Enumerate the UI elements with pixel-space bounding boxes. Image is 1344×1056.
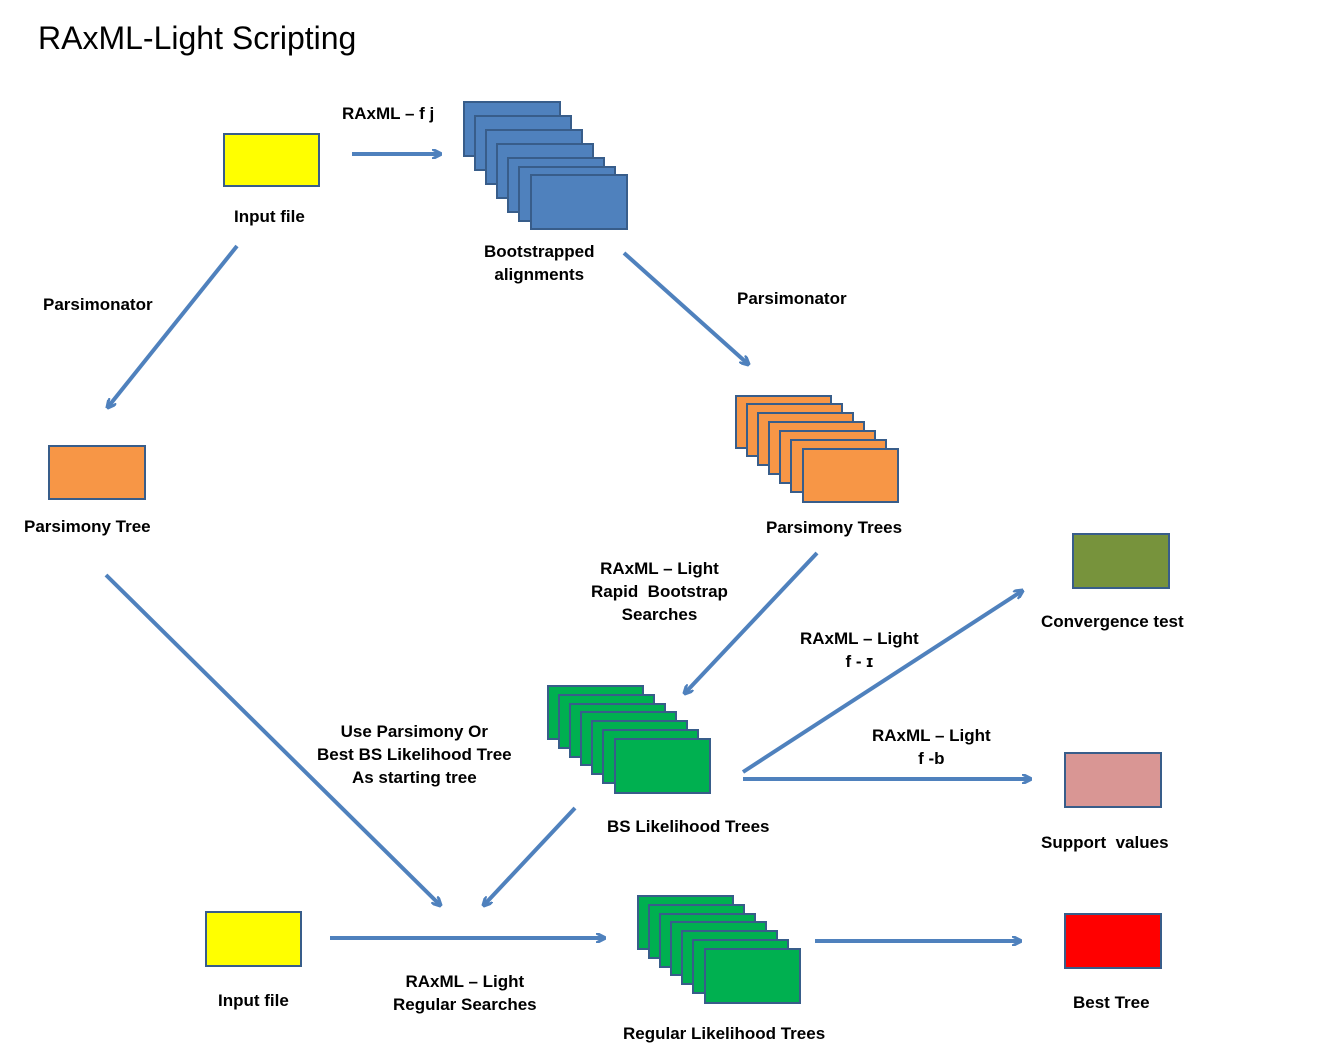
input-file-label-top: Input file bbox=[234, 207, 305, 226]
arrow-bs-likelihood-to-convergence bbox=[741, 591, 1022, 774]
bootstrapped-alignments-label: Bootstrapped alignments bbox=[484, 242, 595, 284]
support-values-label: Support values bbox=[1041, 833, 1169, 852]
arrow-input-to-parsimony-tree bbox=[108, 244, 239, 407]
edge-label-use-parsimony: Use Parsimony Or Best BS Likelihood Tree… bbox=[317, 722, 512, 787]
input-file-label-bottom: Input file bbox=[218, 991, 289, 1010]
arrow-bs-likelihood-to-regular bbox=[484, 806, 577, 905]
regular-likelihood-trees-label: Regular Likelihood Trees bbox=[623, 1024, 826, 1043]
support-values-box bbox=[1064, 752, 1162, 808]
page-title: RAxML-Light Scripting bbox=[38, 20, 357, 56]
edge-label-raxml-fj: RAxML – f j bbox=[342, 104, 435, 123]
edge-label-regular-searches: RAxML – Light Regular Searches bbox=[393, 972, 537, 1014]
best-tree-box bbox=[1064, 913, 1162, 969]
edge-label-rapid-bootstrap: RAxML – Light Rapid Bootstrap Searches bbox=[591, 559, 728, 624]
arrow-bootstrapped-to-parsimony-trees bbox=[622, 251, 748, 364]
parsimony-tree-box bbox=[48, 445, 146, 500]
convergence-test-box bbox=[1072, 533, 1170, 589]
parsimony-tree-label: Parsimony Tree bbox=[24, 517, 151, 536]
best-tree-label: Best Tree bbox=[1073, 993, 1150, 1012]
bs-likelihood-trees-label: BS Likelihood Trees bbox=[607, 817, 770, 836]
input-file-box-top bbox=[223, 133, 320, 187]
parsimony-trees-label: Parsimony Trees bbox=[766, 518, 903, 537]
edge-label-parsimonator-right: Parsimonator bbox=[737, 289, 847, 308]
convergence-test-label: Convergence test bbox=[1041, 612, 1184, 631]
edge-label-raxml-fi: RAxML – Light f - ɪ bbox=[800, 629, 919, 671]
edge-label-parsimonator-left: Parsimonator bbox=[43, 295, 153, 314]
arrow-parsimony-tree-to-regular bbox=[104, 573, 440, 905]
input-file-box-bottom bbox=[205, 911, 302, 967]
arrow-parsimony-trees-to-bs-likelihood bbox=[685, 551, 819, 693]
edge-label-raxml-fb: RAxML – Light f -b bbox=[872, 726, 991, 768]
